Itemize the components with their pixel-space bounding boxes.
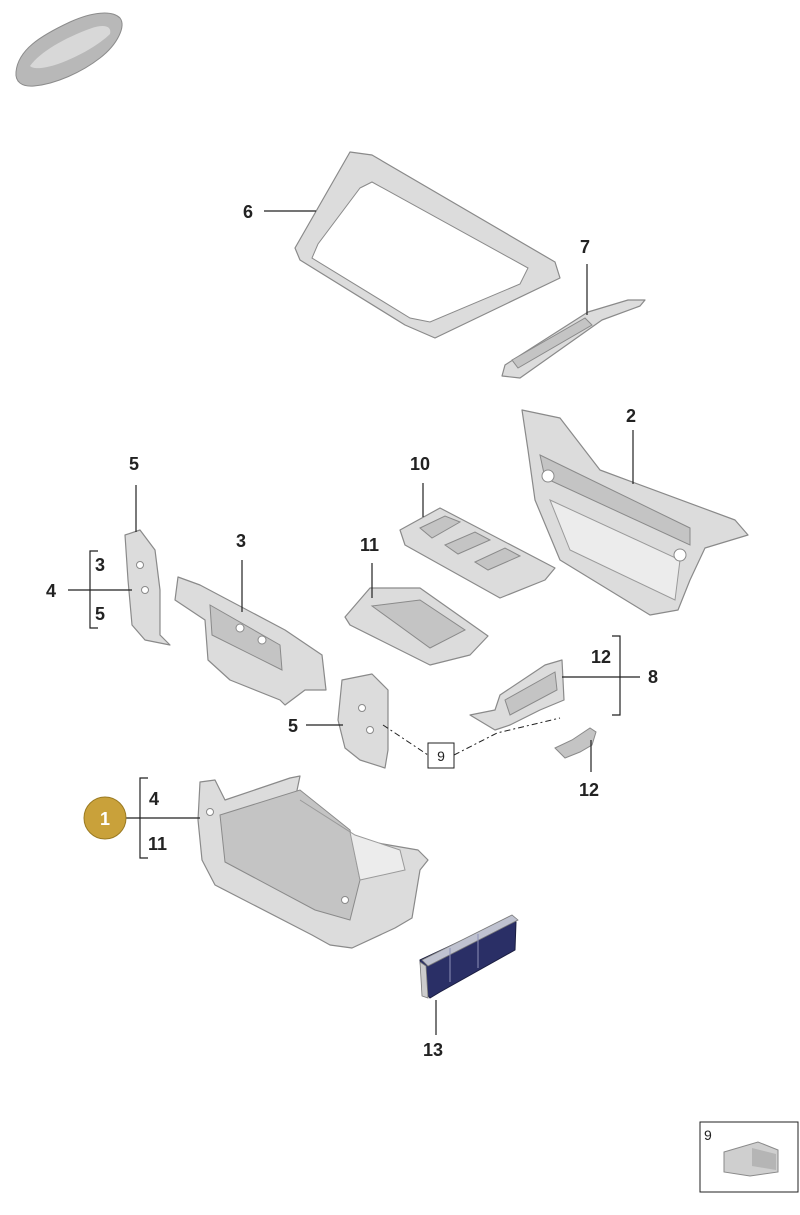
car-silhouette-icon[interactable]: [15, 12, 123, 87]
callout-3-sub[interactable]: 3: [95, 555, 105, 575]
svg-text:9: 9: [437, 748, 445, 764]
leader-9-right: [453, 717, 561, 756]
part-2-rear-panel[interactable]: [521, 409, 749, 616]
part-12-clip[interactable]: [554, 727, 597, 759]
callout-2[interactable]: 2: [626, 406, 636, 426]
inset-9-label: 9: [704, 1127, 712, 1143]
callout-8[interactable]: 8: [648, 667, 658, 687]
callout-7[interactable]: 7: [580, 237, 590, 257]
svg-text:1: 1: [100, 809, 110, 829]
callout-5-sub[interactable]: 5: [95, 604, 105, 624]
part-1-floor-assembly[interactable]: [197, 775, 429, 949]
callout-13[interactable]: 13: [423, 1040, 443, 1060]
inset-part-9[interactable]: 9: [699, 1121, 799, 1193]
part-5-side-bracket-mid[interactable]: [337, 673, 389, 769]
callout-5-top[interactable]: 5: [129, 454, 139, 474]
callout-4[interactable]: 4: [46, 581, 56, 601]
callout-6[interactable]: 6: [243, 202, 253, 222]
part-8-mount-bracket[interactable]: [469, 659, 565, 731]
callout-9-box[interactable]: 9: [427, 742, 455, 769]
part-10-floor-panel[interactable]: [399, 507, 556, 599]
callout-12-top[interactable]: 12: [591, 647, 611, 667]
callout-11[interactable]: 11: [360, 535, 379, 555]
part-5-side-bracket-left[interactable]: [124, 529, 171, 646]
callout-4-b[interactable]: 4: [149, 789, 159, 809]
callout-11-b[interactable]: 11: [148, 834, 167, 854]
callout-10[interactable]: 10: [410, 454, 430, 474]
part-3-bracket-panel[interactable]: [174, 576, 327, 706]
part-6-rear-window-frame[interactable]: [294, 151, 561, 339]
bracket-group-8: [562, 635, 640, 716]
bracket-group-4: [68, 550, 132, 629]
callout-12-bottom[interactable]: 12: [579, 780, 599, 800]
part-11-floor-panel[interactable]: [344, 587, 489, 666]
callout-5-mid[interactable]: 5: [288, 716, 298, 736]
callout-1-highlight[interactable]: 1: [83, 796, 127, 840]
part-13-battery-module[interactable]: [419, 914, 519, 999]
part-7-cross-rail[interactable]: [501, 299, 646, 379]
bracket-group-1: [126, 777, 200, 859]
leader-9-left: [382, 724, 429, 756]
callout-3[interactable]: 3: [236, 531, 246, 551]
